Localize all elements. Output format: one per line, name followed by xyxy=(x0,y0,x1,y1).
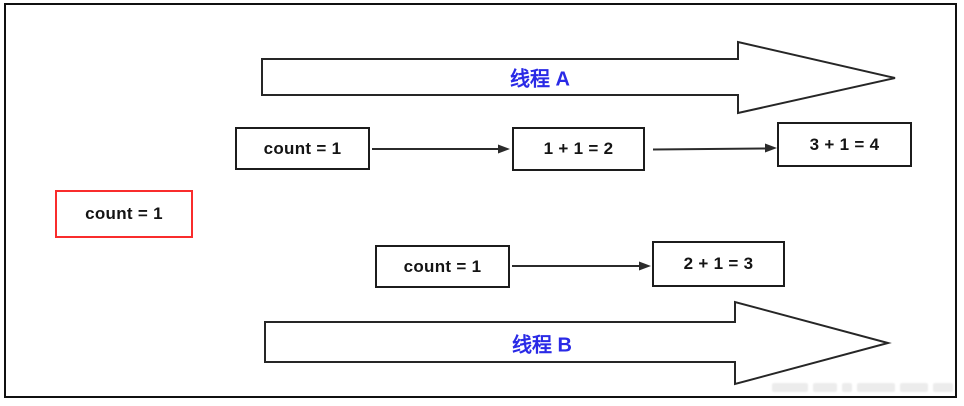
watermark xyxy=(772,381,953,393)
thread-b-step-result-box: 2 + 1 = 3 xyxy=(652,241,785,287)
shared-count-box: count = 1 xyxy=(55,190,193,238)
thread-b-label: 线程 B xyxy=(512,334,572,357)
thread-a-step-add-box: 1 + 1 = 2 xyxy=(512,127,645,171)
thread-a-block-arrow xyxy=(261,40,896,115)
thread-b-block-arrow xyxy=(264,300,892,386)
connector-b1-b2-arrowhead xyxy=(639,261,651,271)
thread-b-step-count-box: count = 1 xyxy=(375,245,510,288)
connector-a2-a3-arrowhead xyxy=(765,143,777,153)
outer-border xyxy=(4,3,957,398)
connector-a2-a3 xyxy=(652,147,768,151)
connector-a1-a2-arrowhead xyxy=(498,144,510,154)
thread-a-label: 线程 A xyxy=(510,68,570,91)
thread-a-step-count-box: count = 1 xyxy=(235,127,370,170)
thread-a-step-result-box: 3 + 1 = 4 xyxy=(777,122,912,167)
